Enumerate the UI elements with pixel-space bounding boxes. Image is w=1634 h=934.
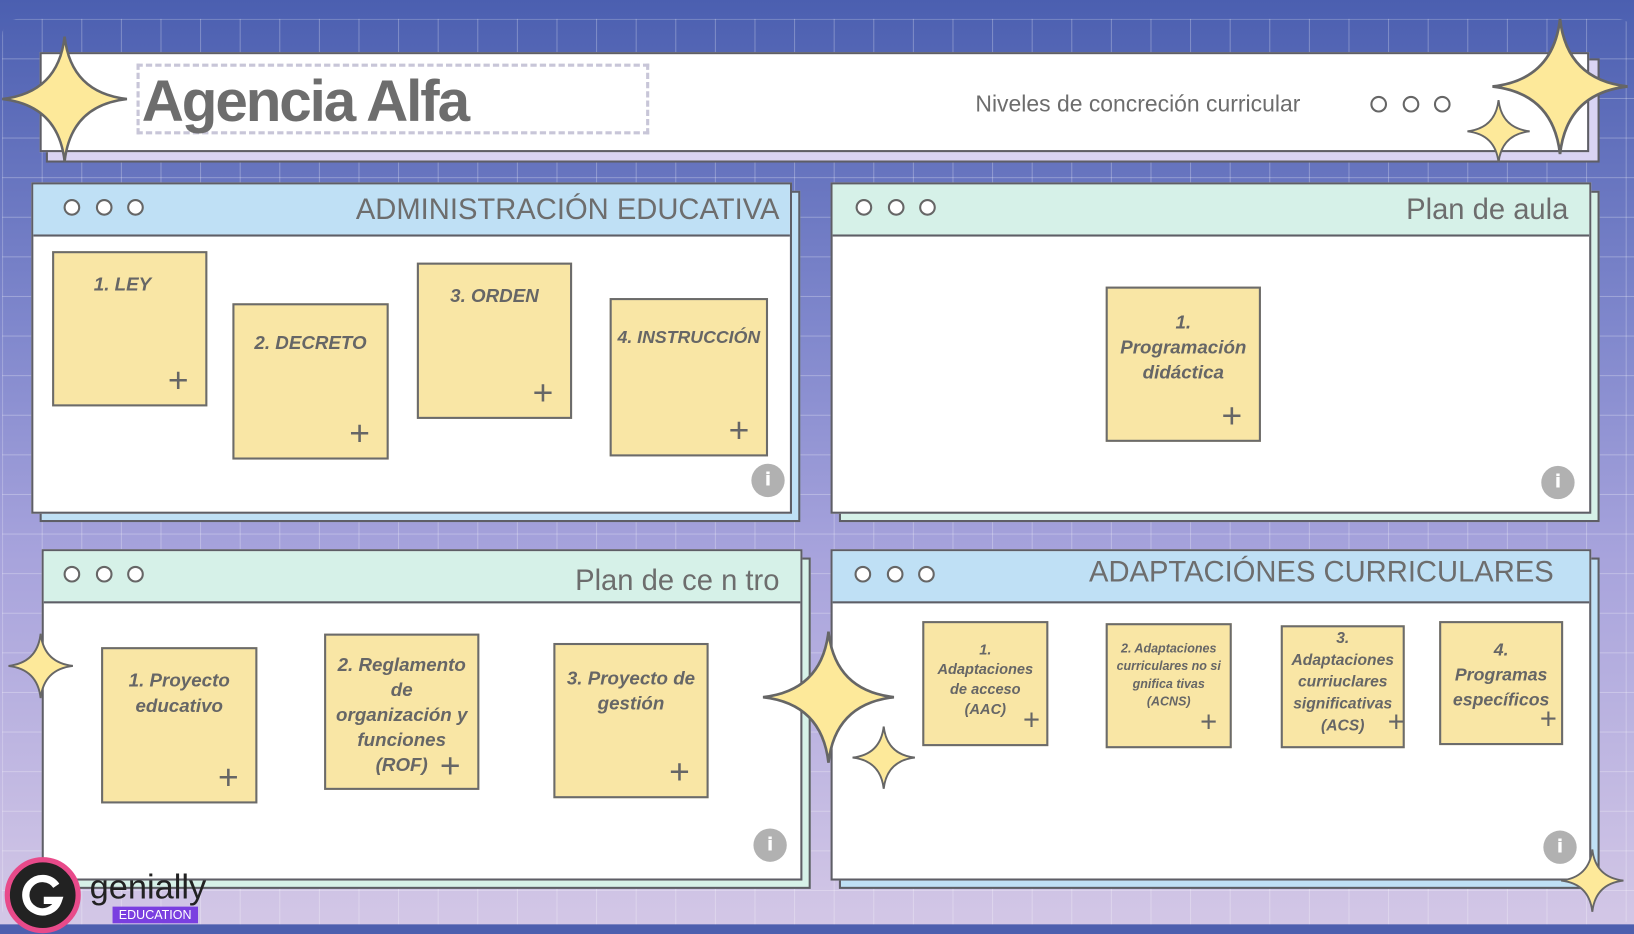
plus-icon[interactable]: + [532, 373, 554, 413]
window-dot [919, 199, 936, 216]
page-subtitle: Niveles de concreción curricular [975, 90, 1301, 117]
header-window [39, 52, 1590, 153]
panel-plan-de-aula: Plan de aula 1. Programación didáctica+ … [830, 182, 1592, 514]
plus-icon[interactable]: + [1022, 703, 1041, 736]
panel-title-bar: ADMINISTRACIÓN EDUCATIVA [33, 184, 790, 237]
panel-title-bar: Plan de aula [832, 184, 1590, 237]
info-icon[interactable]: i [1541, 465, 1575, 500]
card-label: 4. Programas específicos [1452, 639, 1550, 710]
plus-icon[interactable]: + [1200, 705, 1218, 738]
title-placeholder-frame [136, 63, 650, 135]
genially-logo-icon[interactable] [4, 857, 81, 934]
window-dot [63, 565, 81, 583]
window-dot [886, 565, 904, 583]
card-aac[interactable]: 1. Adaptaciones de acceso (AAC)+ [922, 621, 1049, 747]
card-acs[interactable]: 3. Adaptaciones curriuclares significati… [1280, 625, 1405, 749]
card-label: 1. LEY [93, 274, 152, 295]
card-label: 2. Adaptaciones curriculares no si gnifi… [1116, 640, 1221, 709]
plus-icon[interactable]: + [1387, 705, 1405, 738]
plus-icon[interactable]: + [217, 757, 239, 798]
panel-administracion-educativa: ADMINISTRACIÓN EDUCATIVA 1. LEY + 2. DECR… [31, 182, 792, 514]
card-label: 3. Proyecto de gestión [566, 667, 696, 714]
info-icon[interactable]: i [753, 828, 787, 862]
panel-adaptaciones-curriculares: ADAPTACIÓNES CURRICULARES 1. Adaptacione… [830, 549, 1592, 881]
card-orden[interactable]: 3. ORDEN + [416, 262, 573, 419]
card-label: 3. Adaptaciones curriuclares significati… [1291, 629, 1394, 735]
card-label: 1. Proyecto educativo [128, 670, 230, 716]
plus-icon[interactable]: + [728, 410, 750, 451]
card-label: 3. ORDEN [450, 285, 539, 307]
panel-title: ADAPTACIÓNES CURRICULARES [1088, 555, 1554, 588]
card-label: 2. DECRETO [254, 332, 367, 354]
card-acns[interactable]: 2. Adaptaciones curriculares no si gnifi… [1105, 623, 1232, 749]
panel-title-bar: ADAPTACIÓNES CURRICULARES [832, 551, 1590, 604]
window-dot [855, 199, 873, 216]
card-label: 1. Programación didáctica [1120, 311, 1247, 383]
window-dot [95, 565, 113, 583]
card-proyecto-de-gestion[interactable]: 3. Proyecto de gestión + [553, 642, 709, 799]
plus-icon[interactable]: + [669, 752, 690, 792]
panel-title: ADMINISTRACIÓN EDUCATIVA [355, 192, 780, 226]
window-dot [1433, 95, 1451, 113]
sparkle-star-icon [2, 36, 128, 162]
card-decreto[interactable]: 2. DECRETO + [232, 303, 389, 460]
card-programacion-didactica[interactable]: 1. Programación didáctica + [1105, 286, 1261, 442]
panel-plan-de-centro: Plan de ce n tro 1. Proyecto educativo+ … [41, 549, 803, 881]
window-dot [127, 565, 144, 583]
plus-icon[interactable]: + [349, 413, 370, 454]
window-dot [918, 565, 935, 583]
sparkle-star-icon [1561, 849, 1624, 912]
card-label: 2. Reglamento de organización y funcione… [336, 654, 468, 776]
sparkle-star-icon [1467, 100, 1530, 163]
panel-title: Plan de ce n tro [575, 563, 780, 597]
brand-name[interactable]: genially [89, 867, 207, 906]
info-icon[interactable]: i [751, 463, 785, 498]
page-title: Agencia Alfa [141, 67, 470, 134]
card-instruccion[interactable]: 4. INSTRUCCIÓN + [609, 298, 769, 457]
sparkle-star-icon [8, 633, 73, 699]
plus-icon[interactable]: + [1539, 702, 1557, 735]
plus-icon[interactable]: + [1221, 395, 1243, 436]
card-programas-especificos[interactable]: 4. Programas específicos+ [1439, 621, 1564, 746]
card-label: 4. INSTRUCCIÓN [617, 327, 761, 348]
window-dot [95, 199, 113, 216]
window-dot [854, 565, 872, 583]
plus-icon[interactable]: + [167, 360, 189, 401]
brand-badge: EDUCATION [112, 906, 198, 924]
window-dot [127, 199, 144, 216]
window-dot [1370, 95, 1388, 113]
window-dot [887, 199, 905, 216]
sparkle-star-icon [762, 631, 895, 763]
card-reglamento[interactable]: 2. Reglamento de organización y funcione… [324, 633, 480, 790]
info-icon[interactable]: i [1543, 830, 1577, 864]
window-dot [63, 199, 81, 216]
card-label: 1. Adaptaciones de acceso (AAC) [937, 640, 1034, 717]
card-proyecto-educativo[interactable]: 1. Proyecto educativo + [101, 647, 258, 804]
window-dot [1402, 95, 1420, 113]
sparkle-star-icon [852, 726, 915, 789]
panel-title-bar: Plan de ce n tro [43, 551, 801, 604]
card-ley[interactable]: 1. LEY + [52, 251, 208, 407]
panel-title: Plan de aula [1406, 192, 1569, 226]
plus-icon[interactable]: + [439, 746, 461, 786]
sparkle-star-icon [1492, 18, 1628, 155]
